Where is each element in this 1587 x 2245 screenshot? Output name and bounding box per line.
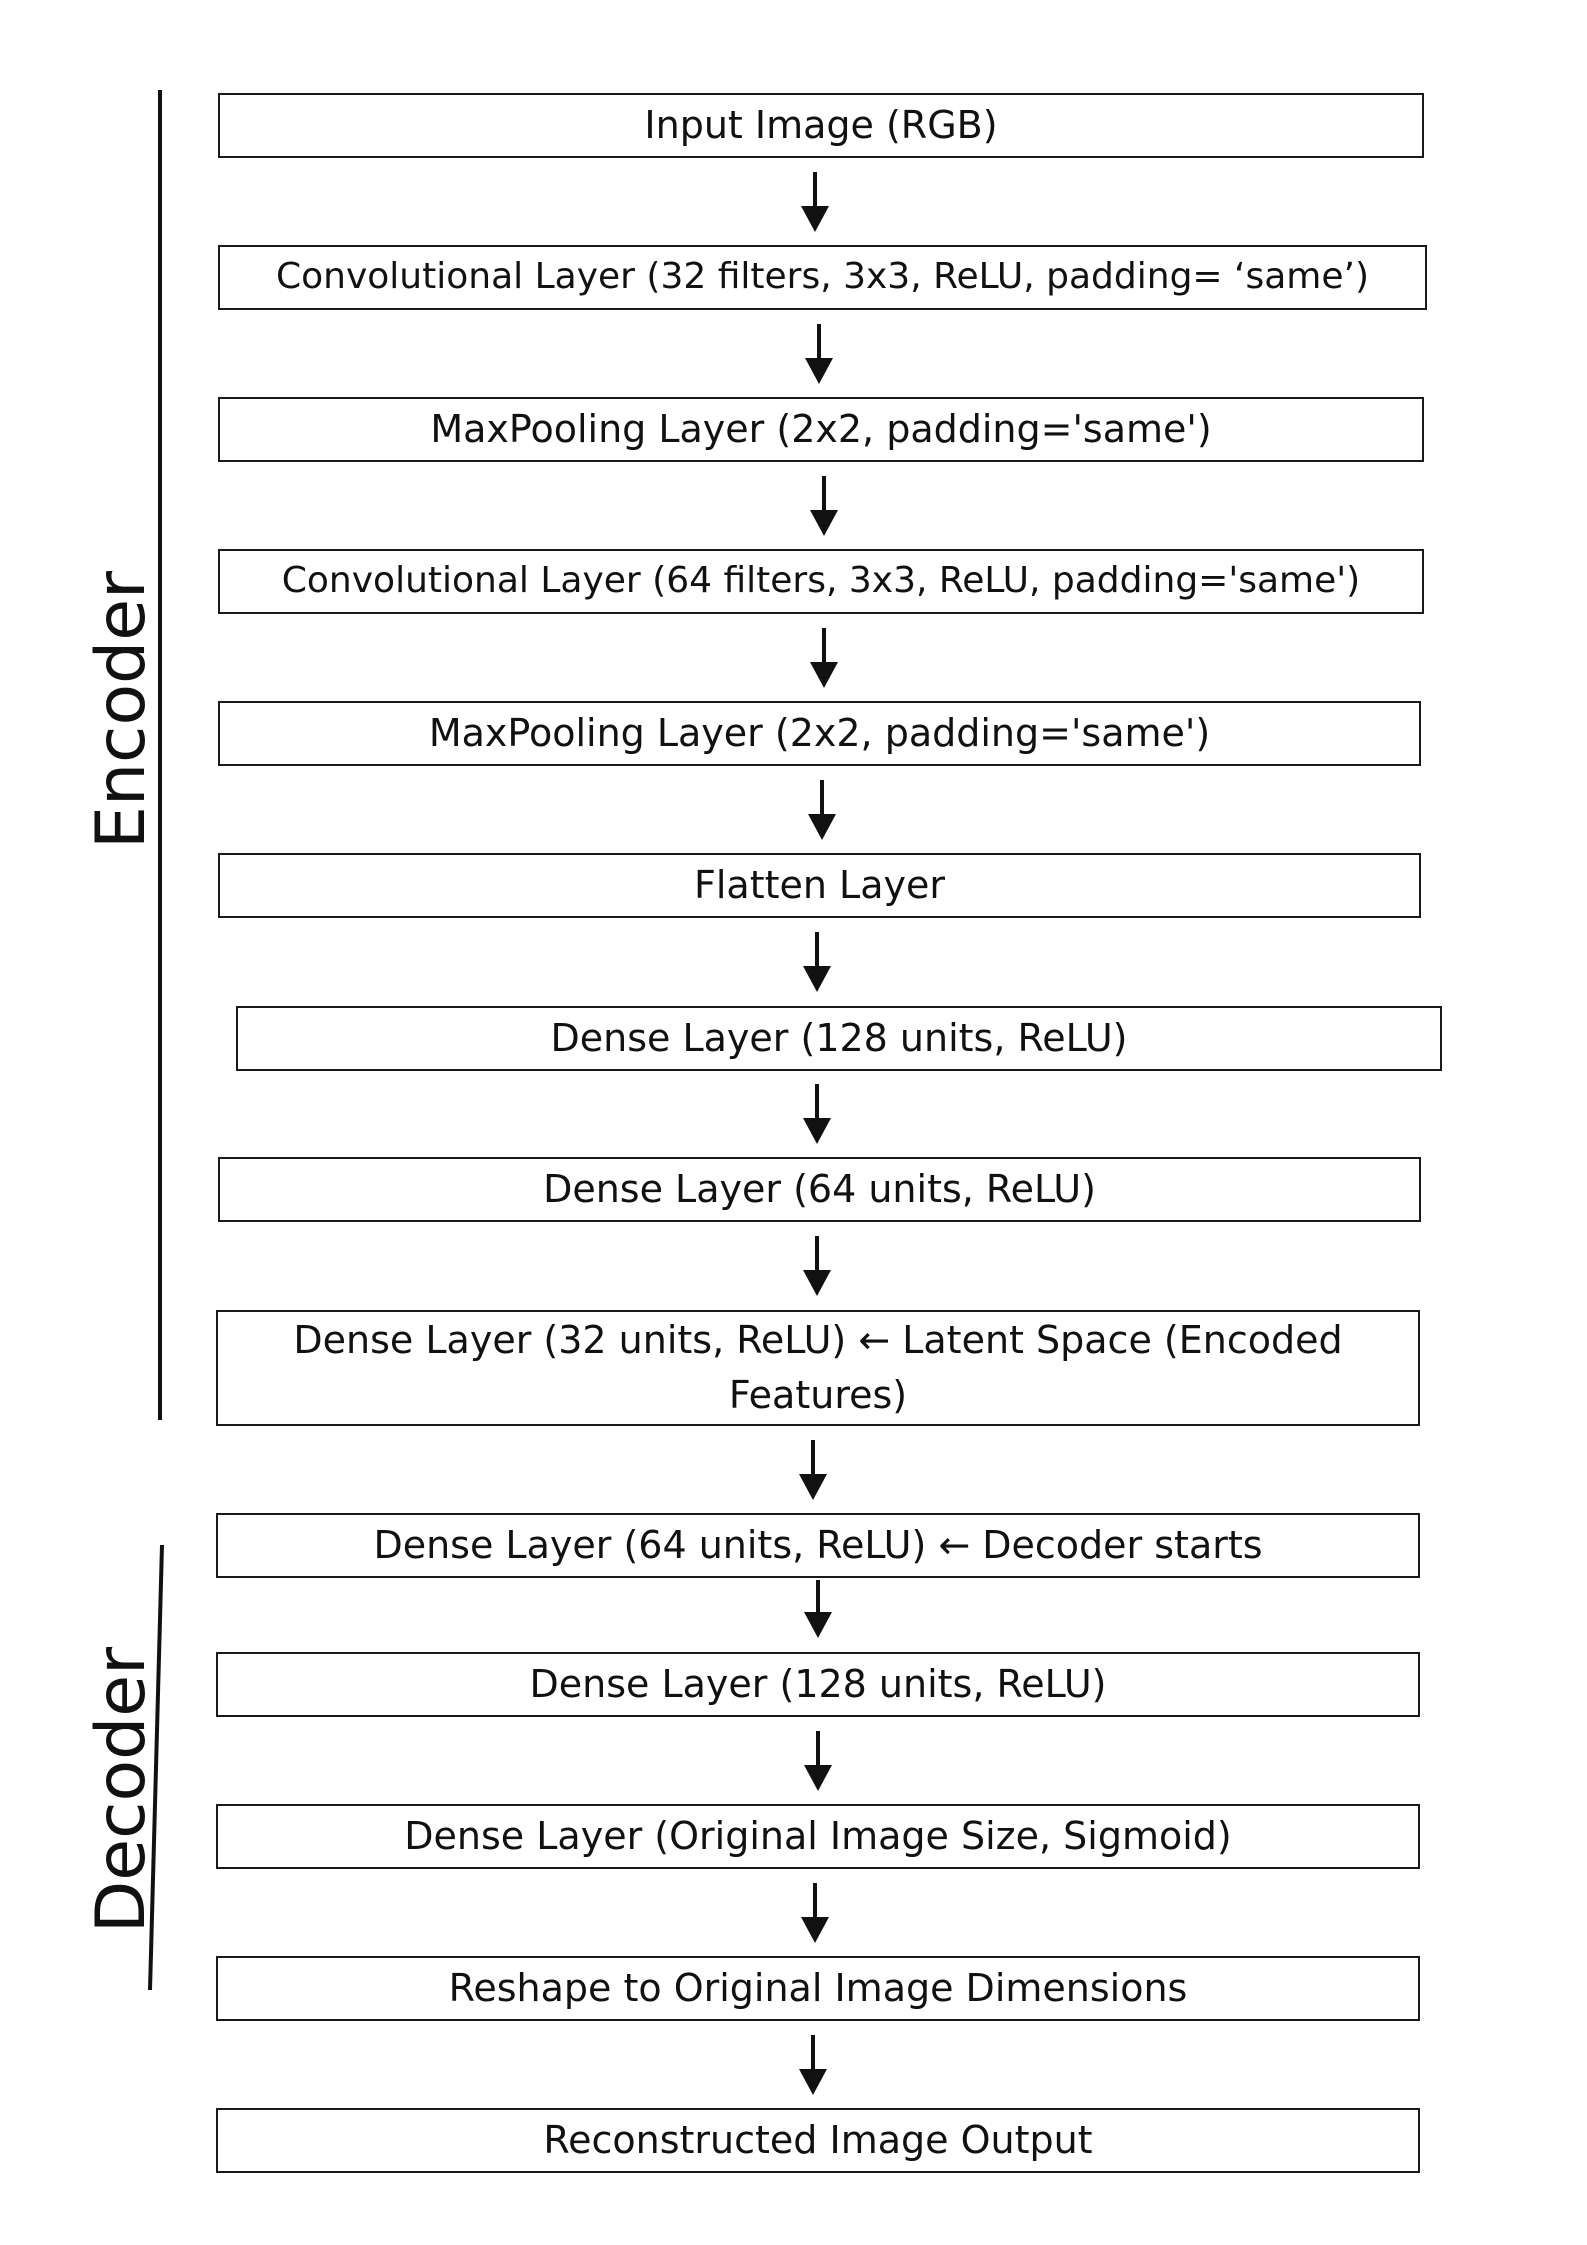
layer-box-reshape: Reshape to Original Image Dimensions bbox=[216, 1956, 1420, 2021]
layer-label: Reshape to Original Image Dimensions bbox=[448, 1965, 1188, 2010]
flow-arrow bbox=[809, 476, 839, 536]
layer-label: Flatten Layer bbox=[694, 862, 945, 907]
layer-box-dense-128-dec: Dense Layer (128 units, ReLU) bbox=[216, 1652, 1420, 1717]
flow-arrow bbox=[809, 628, 839, 688]
decoder-label: Decoder bbox=[82, 1646, 161, 1934]
layer-box-conv-64: Convolutional Layer (64 filters, 3x3, Re… bbox=[218, 549, 1424, 614]
layer-label: Dense Layer (128 units, ReLU) bbox=[529, 1661, 1107, 1706]
flow-arrow bbox=[798, 1440, 828, 1500]
layer-box-input-image: Input Image (RGB) bbox=[218, 93, 1424, 158]
flow-arrow bbox=[803, 1731, 833, 1791]
layer-label: Dense Layer (32 units, ReLU) ← Latent Sp… bbox=[293, 1317, 1343, 1417]
decoder-bracket-line bbox=[148, 1544, 164, 1991]
layer-label: Convolutional Layer (32 filters, 3x3, Re… bbox=[276, 256, 1369, 298]
layer-box-dense-64-enc: Dense Layer (64 units, ReLU) bbox=[218, 1157, 1421, 1222]
layer-box-flatten: Flatten Layer bbox=[218, 853, 1421, 918]
layer-box-conv-32: Convolutional Layer (32 filters, 3x3, Re… bbox=[218, 245, 1427, 310]
layer-label: Dense Layer (64 units, ReLU) ← Decoder s… bbox=[373, 1522, 1263, 1567]
layer-label: MaxPooling Layer (2x2, padding='same') bbox=[430, 406, 1212, 451]
layer-label: Dense Layer (Original Image Size, Sigmoi… bbox=[404, 1813, 1232, 1858]
layer-box-dense-64-dec: Dense Layer (64 units, ReLU) ← Decoder s… bbox=[216, 1513, 1420, 1578]
layer-label: MaxPooling Layer (2x2, padding='same') bbox=[428, 710, 1211, 755]
layer-box-dense-output-size: Dense Layer (Original Image Size, Sigmoi… bbox=[216, 1804, 1420, 1869]
layer-label: Dense Layer (64 units, ReLU) bbox=[543, 1166, 1096, 1211]
encoder-bracket-line bbox=[158, 90, 162, 1420]
layer-label: Convolutional Layer (64 filters, 3x3, Re… bbox=[281, 560, 1361, 602]
encoder-label: Encoder bbox=[82, 570, 161, 850]
flow-arrow bbox=[800, 1883, 830, 1943]
flow-arrow bbox=[802, 1236, 832, 1296]
flow-arrow bbox=[803, 1580, 833, 1638]
flow-arrow bbox=[800, 172, 830, 232]
layer-box-reconstructed-output: Reconstructed Image Output bbox=[216, 2108, 1420, 2173]
flow-arrow bbox=[802, 932, 832, 992]
flow-arrow bbox=[807, 780, 837, 840]
layer-box-maxpool-1: MaxPooling Layer (2x2, padding='same') bbox=[218, 397, 1424, 462]
layer-label: Dense Layer (128 units, ReLU) bbox=[550, 1015, 1128, 1060]
layer-box-maxpool-2: MaxPooling Layer (2x2, padding='same') bbox=[218, 701, 1421, 766]
layer-box-dense-32-latent: Dense Layer (32 units, ReLU) ← Latent Sp… bbox=[216, 1310, 1420, 1426]
flow-arrow bbox=[798, 2035, 828, 2095]
flow-arrow bbox=[802, 1084, 832, 1144]
layer-box-dense-128-enc: Dense Layer (128 units, ReLU) bbox=[236, 1006, 1442, 1071]
layer-label: Reconstructed Image Output bbox=[543, 2117, 1093, 2162]
layer-label: Input Image (RGB) bbox=[644, 102, 998, 147]
flow-arrow bbox=[804, 324, 834, 384]
